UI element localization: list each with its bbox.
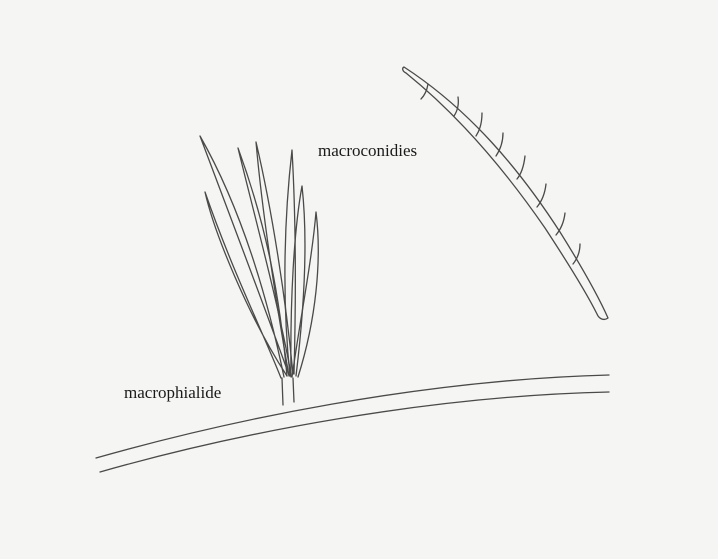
stalk-left-edge [282, 378, 283, 405]
macroconidium [403, 67, 608, 319]
label-macroconidies: macroconidies [318, 142, 417, 159]
septum-4 [496, 133, 503, 156]
macroconidium-outline [403, 67, 608, 319]
hypha-lower-edge [100, 392, 609, 472]
septum-5 [517, 156, 525, 179]
stalk-right-edge [293, 378, 294, 402]
label-macrophialide: macrophialide [124, 384, 221, 401]
cluster-conidium-6 [291, 186, 305, 377]
septum-3 [476, 113, 482, 136]
macrophialide-stalk [282, 378, 294, 405]
conidia-cluster [200, 136, 318, 378]
